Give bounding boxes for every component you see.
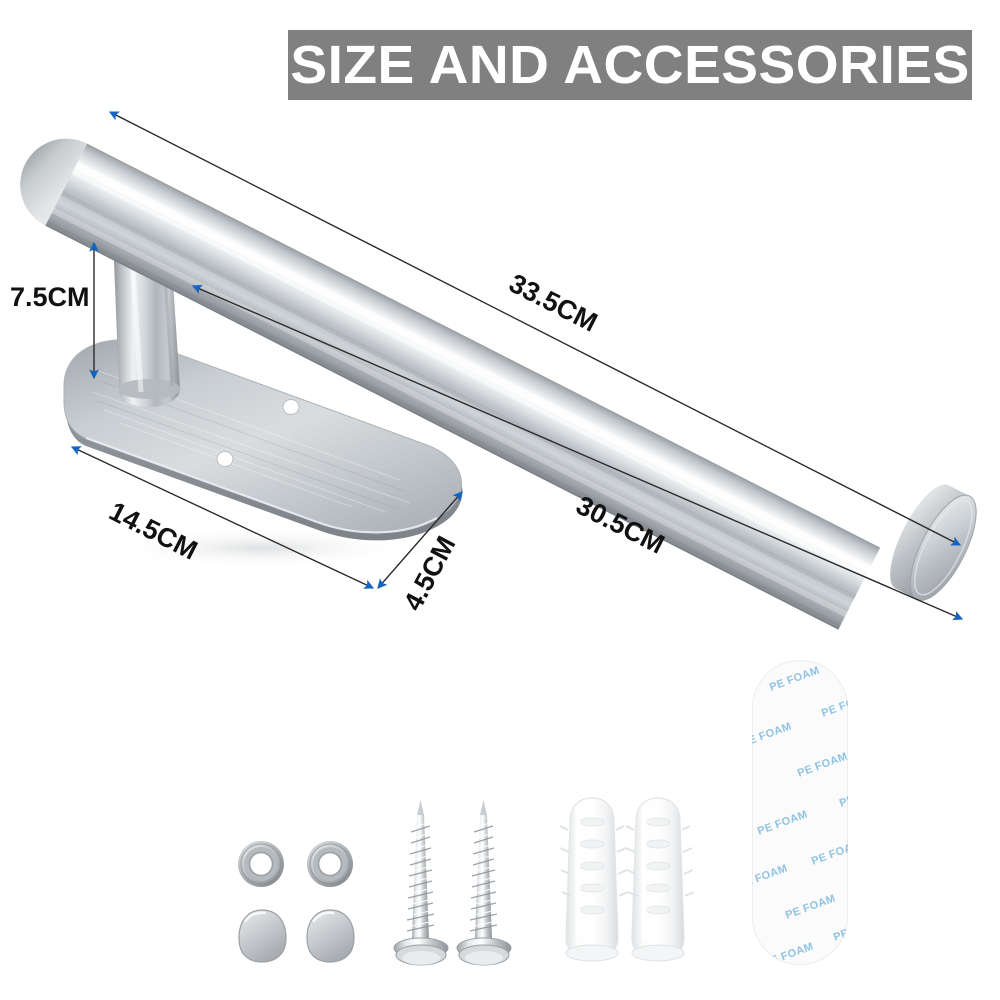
banner-title: SIZE AND ACCESSORIES [290,35,970,95]
washer-right [307,841,353,887]
screw-hole-lower [216,451,234,467]
dimension-line-bar-length [191,284,964,621]
foam-watermark-text: PE FOAM [784,893,837,922]
screw-right [456,800,512,966]
wall-anchor-right [625,797,695,962]
foam-watermark-text: PE FOAM [752,721,793,750]
screw-hole-upper [282,399,300,415]
header-banner: SIZE AND ACCESSORIES [288,30,972,100]
washer-left [238,841,284,887]
dimension-lines [70,111,964,621]
dimension-line-base-length [70,446,375,589]
cover-cap-left [238,909,287,963]
screw-left [393,800,449,966]
dimension-line-base-width [377,491,463,589]
foam-watermark-text: PE FOAM [752,863,789,892]
foam-watermark-text: PE FOAM [796,751,848,780]
foam-watermark-text: PE FOAM [768,665,848,720]
foam-watermark-text: PE FOAM [838,781,848,810]
wall-anchor-left [559,797,629,962]
dimension-label-height: 7.5CM [10,282,90,312]
foam-watermark-text: PE FOAM [810,839,848,868]
cover-cap-right [306,909,355,963]
foam-watermark-text: PE FOAM [832,915,848,944]
foam-watermark-text: PE FOAM [820,691,848,720]
foam-watermark-text: PE FOAM [762,941,815,965]
foam-watermark-text: PE FOAM [756,809,809,838]
